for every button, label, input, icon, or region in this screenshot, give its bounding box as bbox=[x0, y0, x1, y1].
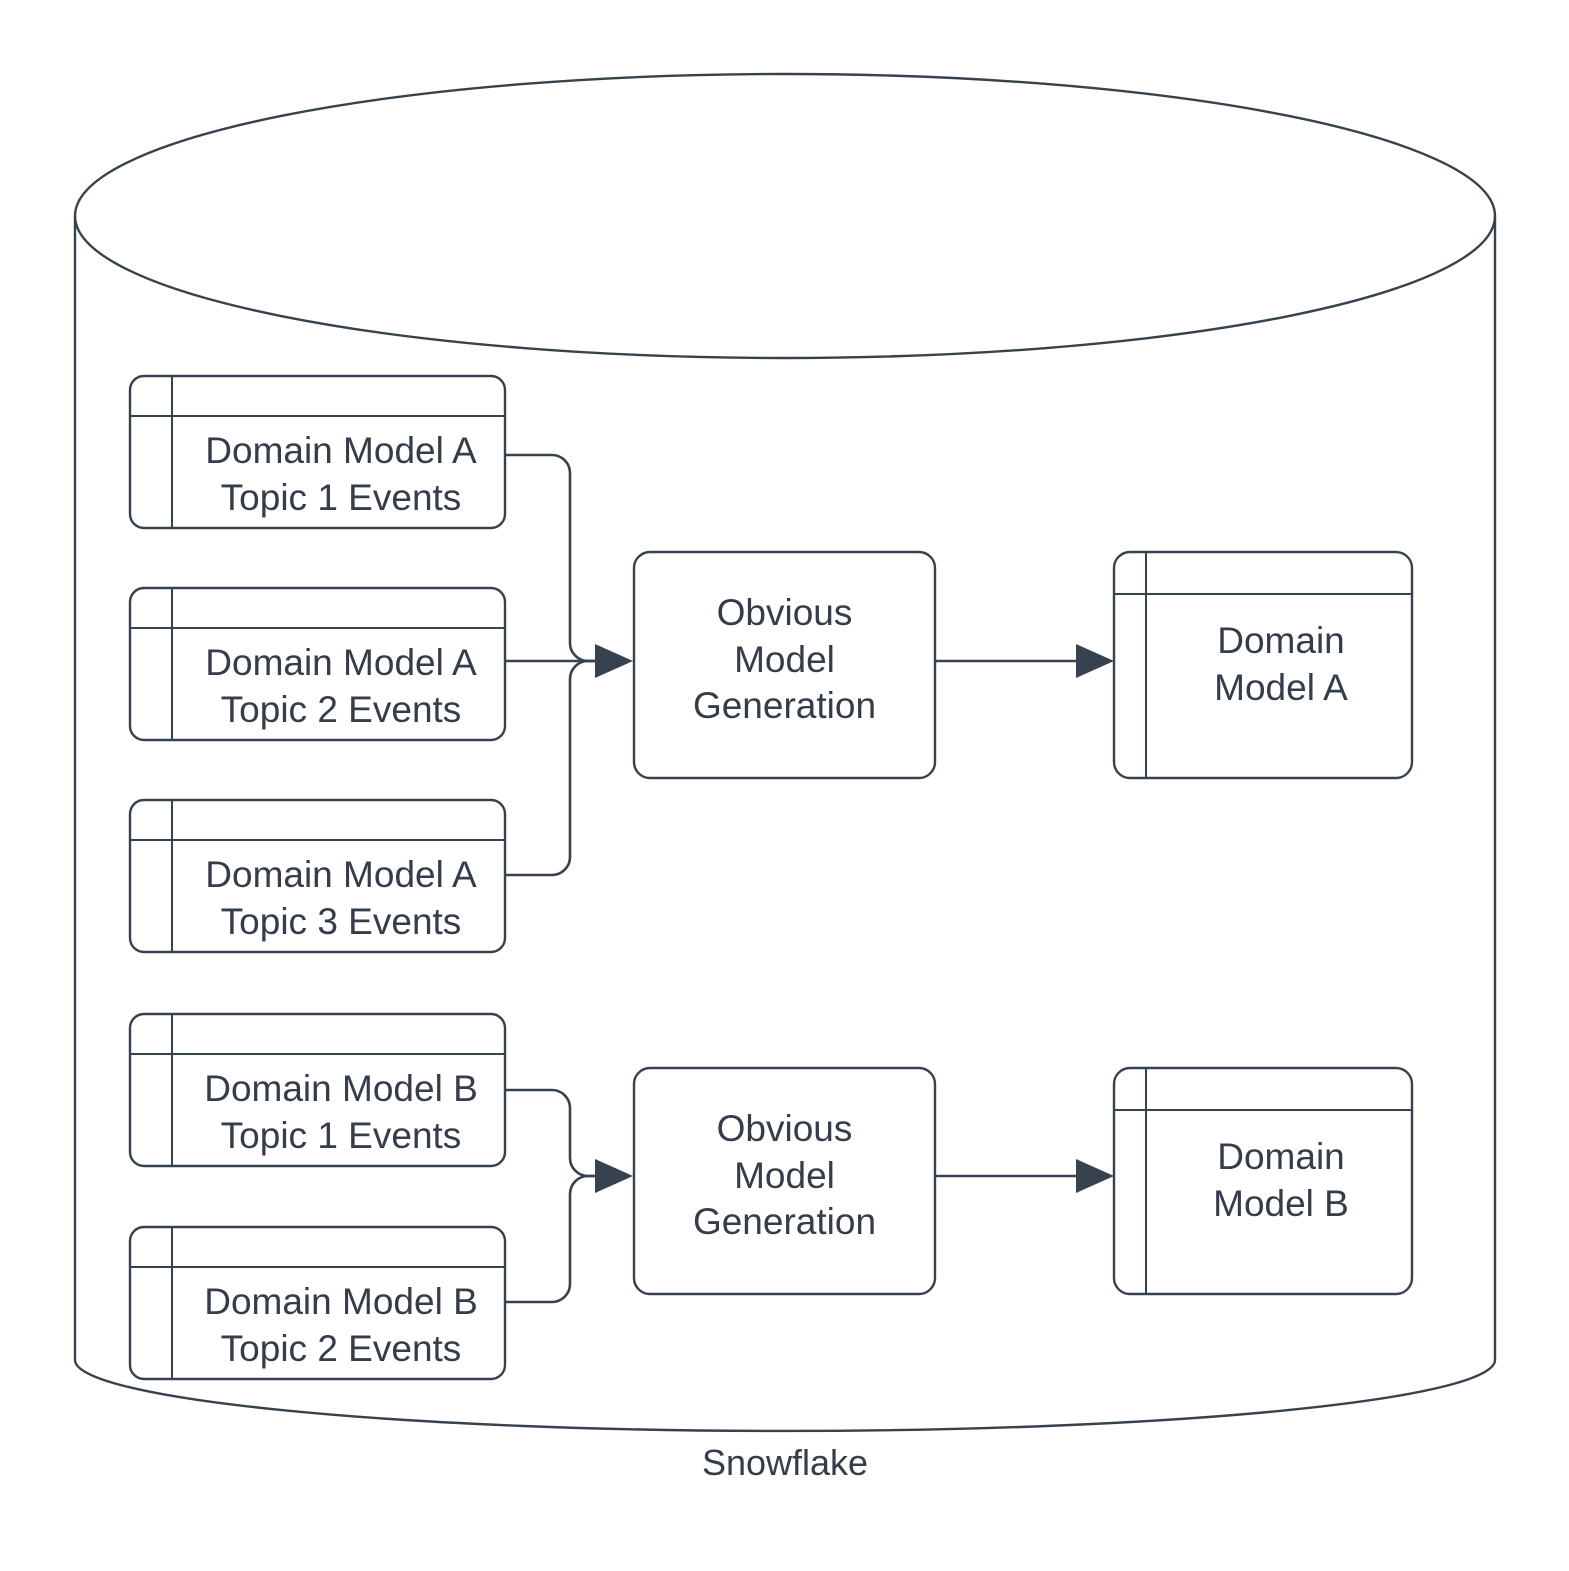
node-a-topic-1[interactable] bbox=[128, 374, 507, 530]
edge-b-topic-1-to-omg-b bbox=[505, 1088, 605, 1178]
edge-omg-a-to-model-a bbox=[935, 644, 1114, 678]
node-a-topic-2[interactable] bbox=[128, 586, 507, 742]
node-a-topic-3[interactable] bbox=[128, 798, 507, 954]
edge-a-topic-3-to-omg-a bbox=[505, 659, 605, 877]
node-b-topic-2[interactable] bbox=[128, 1225, 507, 1381]
edge-b-topic-2-to-omg-b bbox=[505, 1174, 605, 1304]
node-omg-b[interactable] bbox=[632, 1066, 937, 1296]
edge-omg-b-to-model-b bbox=[935, 1159, 1114, 1193]
node-model-b[interactable] bbox=[1112, 1066, 1414, 1296]
snowflake-cylinder[interactable] bbox=[73, 72, 1497, 1433]
node-b-topic-1[interactable] bbox=[128, 1012, 507, 1168]
node-model-a[interactable] bbox=[1112, 550, 1414, 780]
node-omg-a[interactable] bbox=[632, 550, 937, 780]
arrowhead-to-omg-a bbox=[595, 644, 633, 678]
edge-a-topic-1-to-omg-a bbox=[505, 453, 605, 663]
arrowhead-to-omg-b bbox=[595, 1159, 633, 1193]
